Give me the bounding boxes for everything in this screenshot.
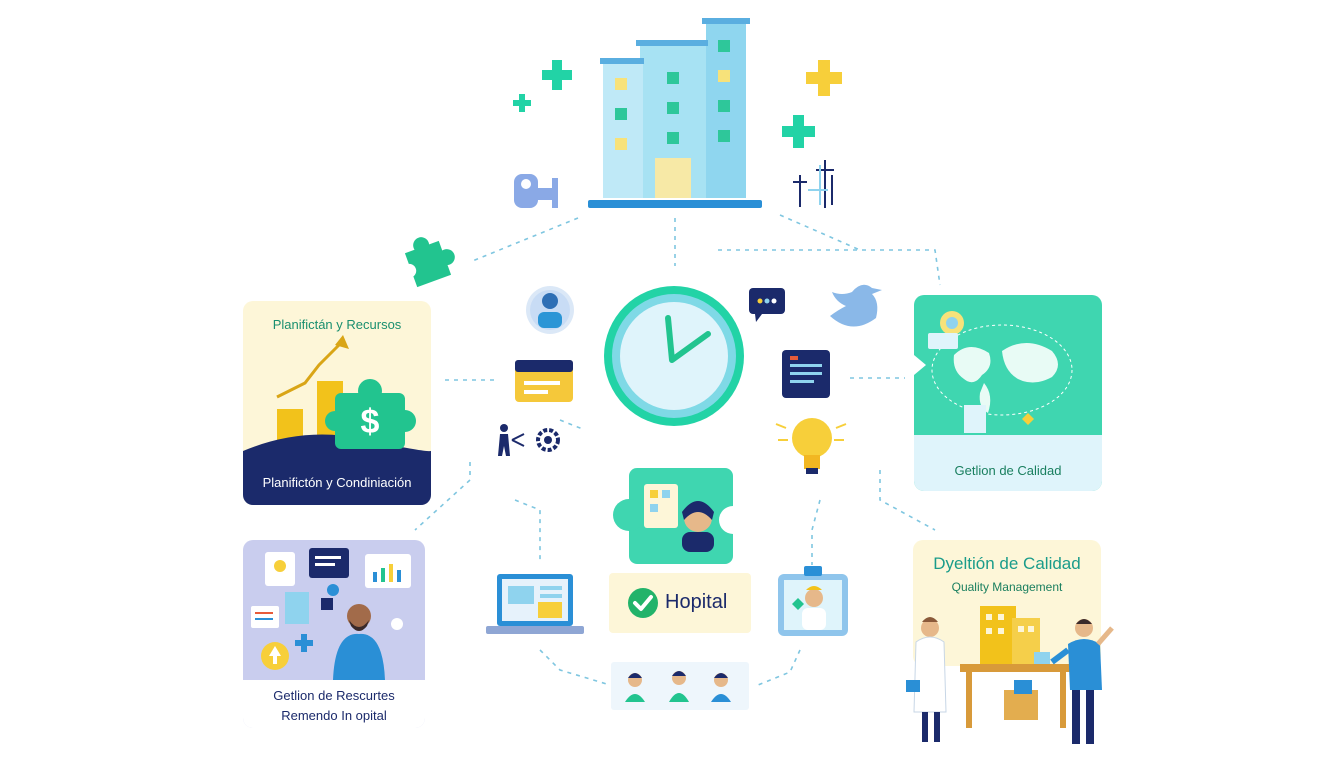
growth-chart-icon [243,335,431,505]
chat-icon [749,288,785,322]
resources-card-line1: Getlion de Rescurtes [273,688,395,703]
user-avatar-icon [526,286,574,334]
team-icon [625,671,731,702]
hospital-badge[interactable]: Hopital [609,573,751,633]
planning-card-footer: Planifictón y Condiniación [262,475,412,490]
team-panel[interactable] [611,662,749,710]
quality-management-subtitle: Quality Management [951,580,1063,594]
resources-illustration [243,548,425,728]
dollar-symbol: $ [361,403,380,441]
twitter-bird-icon [830,284,882,327]
quality-management-title: Dyeltión de Calidad [933,554,1081,573]
hospital-badge-label: Hopital [665,591,728,613]
person-gear-icon [498,424,560,456]
id-card-icon [515,360,573,402]
world-map-icon [914,311,1102,491]
resources-card-line2: Remendo In opital [281,708,387,723]
planning-card-title: Planifictán y Recursos [272,317,402,332]
dollar-puzzle-icon: $ [325,379,416,449]
resources-card[interactable]: Getlion de Rescurtes Remendo In opital [243,540,425,728]
clock-icon [604,286,744,426]
quality-world-card-footer: Getlion de Calidad [954,463,1062,478]
check-icon [628,588,658,618]
lightbulb-icon [775,418,847,474]
document-icon [782,350,830,398]
planning-card[interactable]: Planifictán y Recursos $ Planifictón y C… [243,301,431,505]
quality-world-card[interactable]: Getlion de Calidad [914,295,1102,491]
